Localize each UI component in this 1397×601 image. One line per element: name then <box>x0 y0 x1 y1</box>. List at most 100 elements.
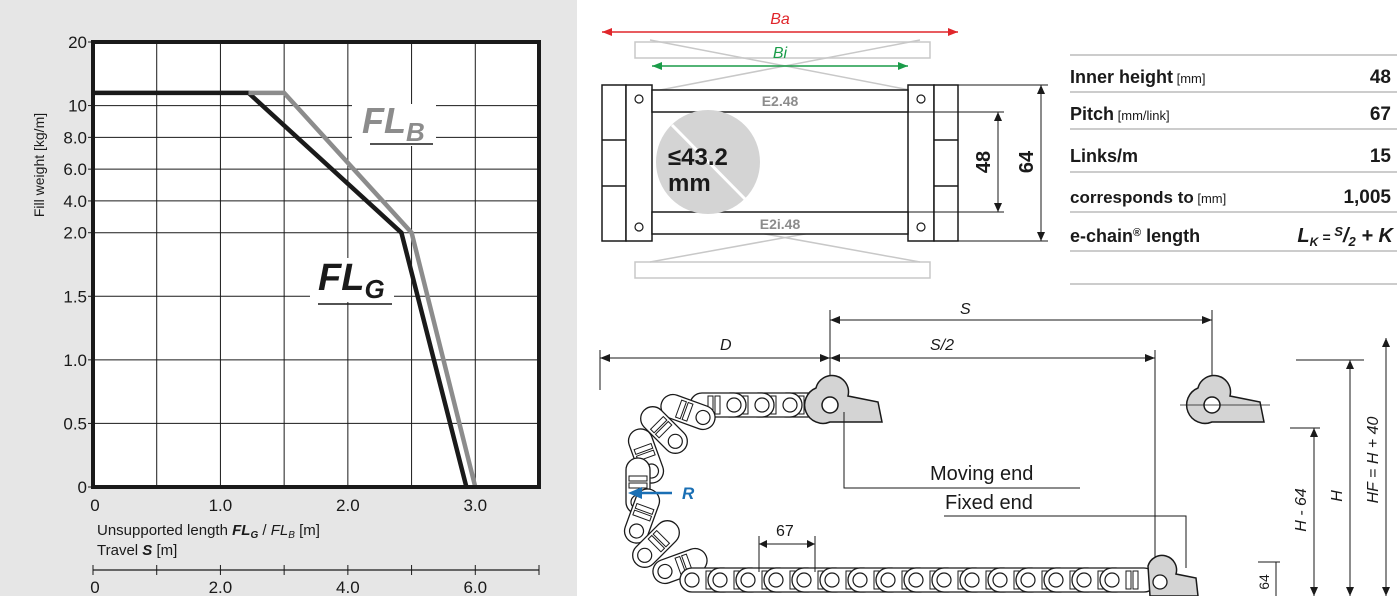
moving-end-bracket <box>805 376 882 424</box>
max-cable-value: ≤43.2 <box>668 144 728 171</box>
link-window <box>715 396 720 414</box>
chain-side-view: S D S/2 Moving end Fixed end <box>590 300 1397 596</box>
chain-length-formula: LK = S/2 + K <box>1297 224 1394 249</box>
h-dim-arrow-top <box>1346 360 1354 369</box>
ba-label: Ba <box>770 11 790 28</box>
bi-arrow-left <box>652 62 662 70</box>
link-pin <box>965 573 979 587</box>
x-tick-label: 1.0 <box>209 496 233 515</box>
h-dim-arrow-bottom <box>1346 587 1354 596</box>
h-minus-64-label: H - 64 <box>1293 488 1310 532</box>
hf-label: HF = H + 40 <box>1365 416 1382 503</box>
travel-tick-label: 6.0 <box>463 578 487 596</box>
ba-arrow-left <box>602 28 612 36</box>
y-axis-label: Fill weight [kg/m] <box>31 113 47 217</box>
pitch-dim-label: 67 <box>776 523 794 540</box>
h48-arrow-bottom <box>994 203 1002 212</box>
link-pin <box>1049 573 1063 587</box>
half-s-arrow-left <box>830 354 840 362</box>
link-pin <box>797 573 811 587</box>
link-pin <box>713 573 727 587</box>
h64-dim-arrow-top <box>1310 428 1318 437</box>
travel-tick-label: 2.0 <box>209 578 233 596</box>
max-cable-unit: mm <box>668 170 711 197</box>
leader-lines <box>844 412 1186 568</box>
links-per-m-value: 15 <box>1370 146 1392 167</box>
chain-links <box>621 391 1198 596</box>
right-side-plate <box>908 85 958 241</box>
inner-height-dim-label: 48 <box>973 151 995 173</box>
cross-section-drawing: Ba Bi E2.48 E2i.48 <box>590 0 1060 300</box>
link-window <box>629 483 647 488</box>
fixed-end-pivot <box>1153 575 1167 589</box>
link-pin <box>685 573 699 587</box>
pitch-label: Pitch [mm/link] <box>1070 104 1170 124</box>
y-tick-label: 4.0 <box>63 192 87 211</box>
side-view-drawing: S D S/2 Moving end Fixed end <box>590 300 1397 596</box>
link-pin <box>937 573 951 587</box>
inner-height-value: 48 <box>1370 67 1391 88</box>
x-axis-label: Unsupported length FLG / FLB [m] <box>97 522 320 541</box>
fixed-end-bracket <box>1148 555 1198 596</box>
left-side-plate <box>602 85 652 241</box>
moving-end-bracket-travel <box>1187 376 1264 424</box>
d-arrow-right <box>820 354 830 362</box>
links-per-m-label: Links/m <box>1070 146 1138 166</box>
x-tick-label: 3.0 <box>463 496 487 515</box>
h64-dim-arrow-bottom <box>1310 587 1318 596</box>
chain-length-label: e-chain® length <box>1070 226 1200 246</box>
x-tick-label: 2.0 <box>336 496 360 515</box>
moving-end-label: Moving end <box>930 463 1033 485</box>
half-s-arrow-right <box>1145 354 1155 362</box>
d-arrow-left <box>600 354 610 362</box>
y-tick-label: 10 <box>68 97 87 116</box>
link-pin <box>881 573 895 587</box>
link-pin <box>1077 573 1091 587</box>
y-tick-label: 1.0 <box>63 351 87 370</box>
r-label: R <box>682 484 695 503</box>
bi-arrow-right <box>898 62 908 70</box>
fixed-end-label: Fixed end <box>945 492 1033 514</box>
corresponds-to-value: 1,005 <box>1343 187 1391 208</box>
d-and-half-s-dimension <box>600 350 1155 570</box>
moving-end-pivot <box>822 397 838 413</box>
link-pin <box>741 573 755 587</box>
h64-arrow-top <box>1037 85 1045 94</box>
y-tick-label: 1.5 <box>63 287 87 306</box>
link-pin <box>727 398 741 412</box>
s-label: S <box>960 301 971 318</box>
spec-table: Inner height [mm] 48 Pitch [mm/link] 67 … <box>1068 0 1397 300</box>
y-tick-label: 20 <box>68 33 87 52</box>
travel-tick-label: 0 <box>90 578 99 596</box>
top-crossbar-label: E2.48 <box>762 93 799 109</box>
pitch-value: 67 <box>1370 104 1391 125</box>
x-tick-label: 0 <box>90 496 99 515</box>
link-pin <box>825 573 839 587</box>
link-pin <box>755 398 769 412</box>
spec-table-drawing: Inner height [mm] 48 Pitch [mm/link] 67 … <box>1068 0 1397 300</box>
s-arrow-left <box>830 316 840 324</box>
pitch-arrow-left <box>759 540 767 548</box>
h-label: H <box>1329 490 1346 502</box>
h48-arrow-top <box>994 112 1002 121</box>
y-tick-label: 2.0 <box>63 224 87 243</box>
chain-cross-section: Ba Bi E2.48 E2i.48 <box>590 0 1060 300</box>
pitch-dimension <box>759 536 815 572</box>
hf-dim-arrow-top <box>1382 338 1390 347</box>
chain-link <box>1100 568 1156 592</box>
link-window <box>629 476 647 481</box>
hf-dim-arrow-bottom <box>1382 587 1390 596</box>
bottom-dim-label: 64 <box>1256 574 1272 590</box>
link-pin <box>853 573 867 587</box>
h64-arrow-bottom <box>1037 232 1045 241</box>
outer-height-dim-label: 64 <box>1016 150 1038 173</box>
link-pin <box>993 573 1007 587</box>
link-window <box>1126 571 1131 589</box>
link-pin <box>1021 573 1035 587</box>
ba-arrow-right <box>948 28 958 36</box>
travel-axis-label: Travel S [m] <box>97 542 177 559</box>
corresponds-to-label: corresponds to [mm] <box>1070 188 1226 207</box>
link-pin <box>783 398 797 412</box>
